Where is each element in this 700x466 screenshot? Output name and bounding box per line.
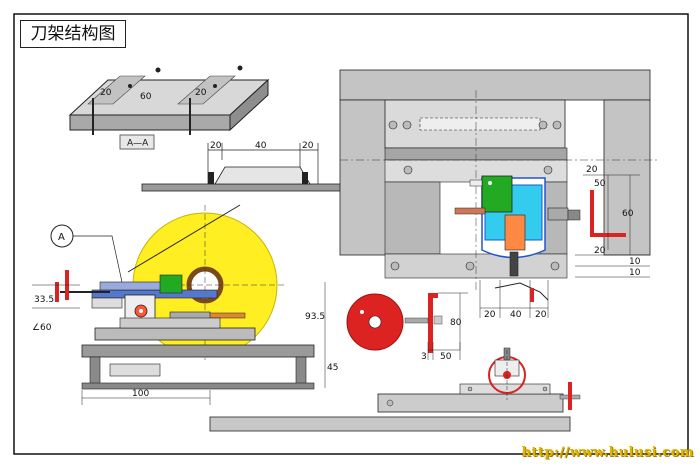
bottom-dim-2: 40 bbox=[510, 310, 522, 320]
right-dim-2: 50 bbox=[594, 179, 606, 189]
top-block-isometric bbox=[68, 65, 270, 135]
handle-dim-1: 80 bbox=[450, 318, 462, 328]
top-dim-1: 20 bbox=[100, 88, 112, 98]
callout-leader bbox=[73, 235, 126, 297]
right-dim-4: 20 bbox=[594, 246, 606, 256]
section-label: A—A bbox=[127, 139, 149, 149]
handle-crank bbox=[404, 293, 443, 353]
left-dim-3: 93.5 bbox=[305, 312, 325, 322]
left-dim-5: 100 bbox=[132, 389, 149, 399]
rail-dim-2: 40 bbox=[255, 141, 267, 151]
watermark-text: http://www.hulusi.com bbox=[521, 445, 694, 460]
right-mechanism bbox=[454, 175, 626, 277]
bottom-rail-assembly bbox=[209, 347, 581, 432]
top-dim-2: 60 bbox=[140, 92, 152, 102]
right-dim-1: 20 bbox=[586, 165, 598, 175]
svg-text:∠: ∠ bbox=[32, 323, 40, 333]
right-dim-3: 60 bbox=[622, 209, 634, 219]
tool-post bbox=[55, 270, 256, 341]
handle-dim-2: 3 bbox=[421, 352, 427, 362]
handle-dim-3: 50 bbox=[440, 352, 452, 362]
right-dim-5: 10 bbox=[629, 257, 641, 267]
rail-section bbox=[141, 143, 355, 192]
section-label-box bbox=[119, 134, 155, 150]
right-housing bbox=[339, 69, 660, 290]
outer-frame bbox=[13, 13, 689, 455]
top-dim-3: 20 bbox=[195, 88, 207, 98]
left-dim-2: 60 bbox=[40, 323, 52, 333]
left-dim-4: 45 bbox=[327, 363, 338, 373]
right-dim-6: 10 bbox=[629, 268, 641, 278]
page-title: 刀架结构图 bbox=[20, 20, 126, 48]
rail-dim-3: 20 bbox=[302, 141, 314, 151]
left-dim-1: 33.5 bbox=[34, 295, 54, 305]
machine-base bbox=[81, 344, 315, 390]
rail-dim-1: 20 bbox=[210, 141, 222, 151]
handwheel bbox=[346, 293, 404, 351]
bottom-dim-3: 20 bbox=[535, 310, 547, 320]
bottom-dim-1: 20 bbox=[484, 310, 496, 320]
callout-label: A bbox=[58, 232, 65, 243]
